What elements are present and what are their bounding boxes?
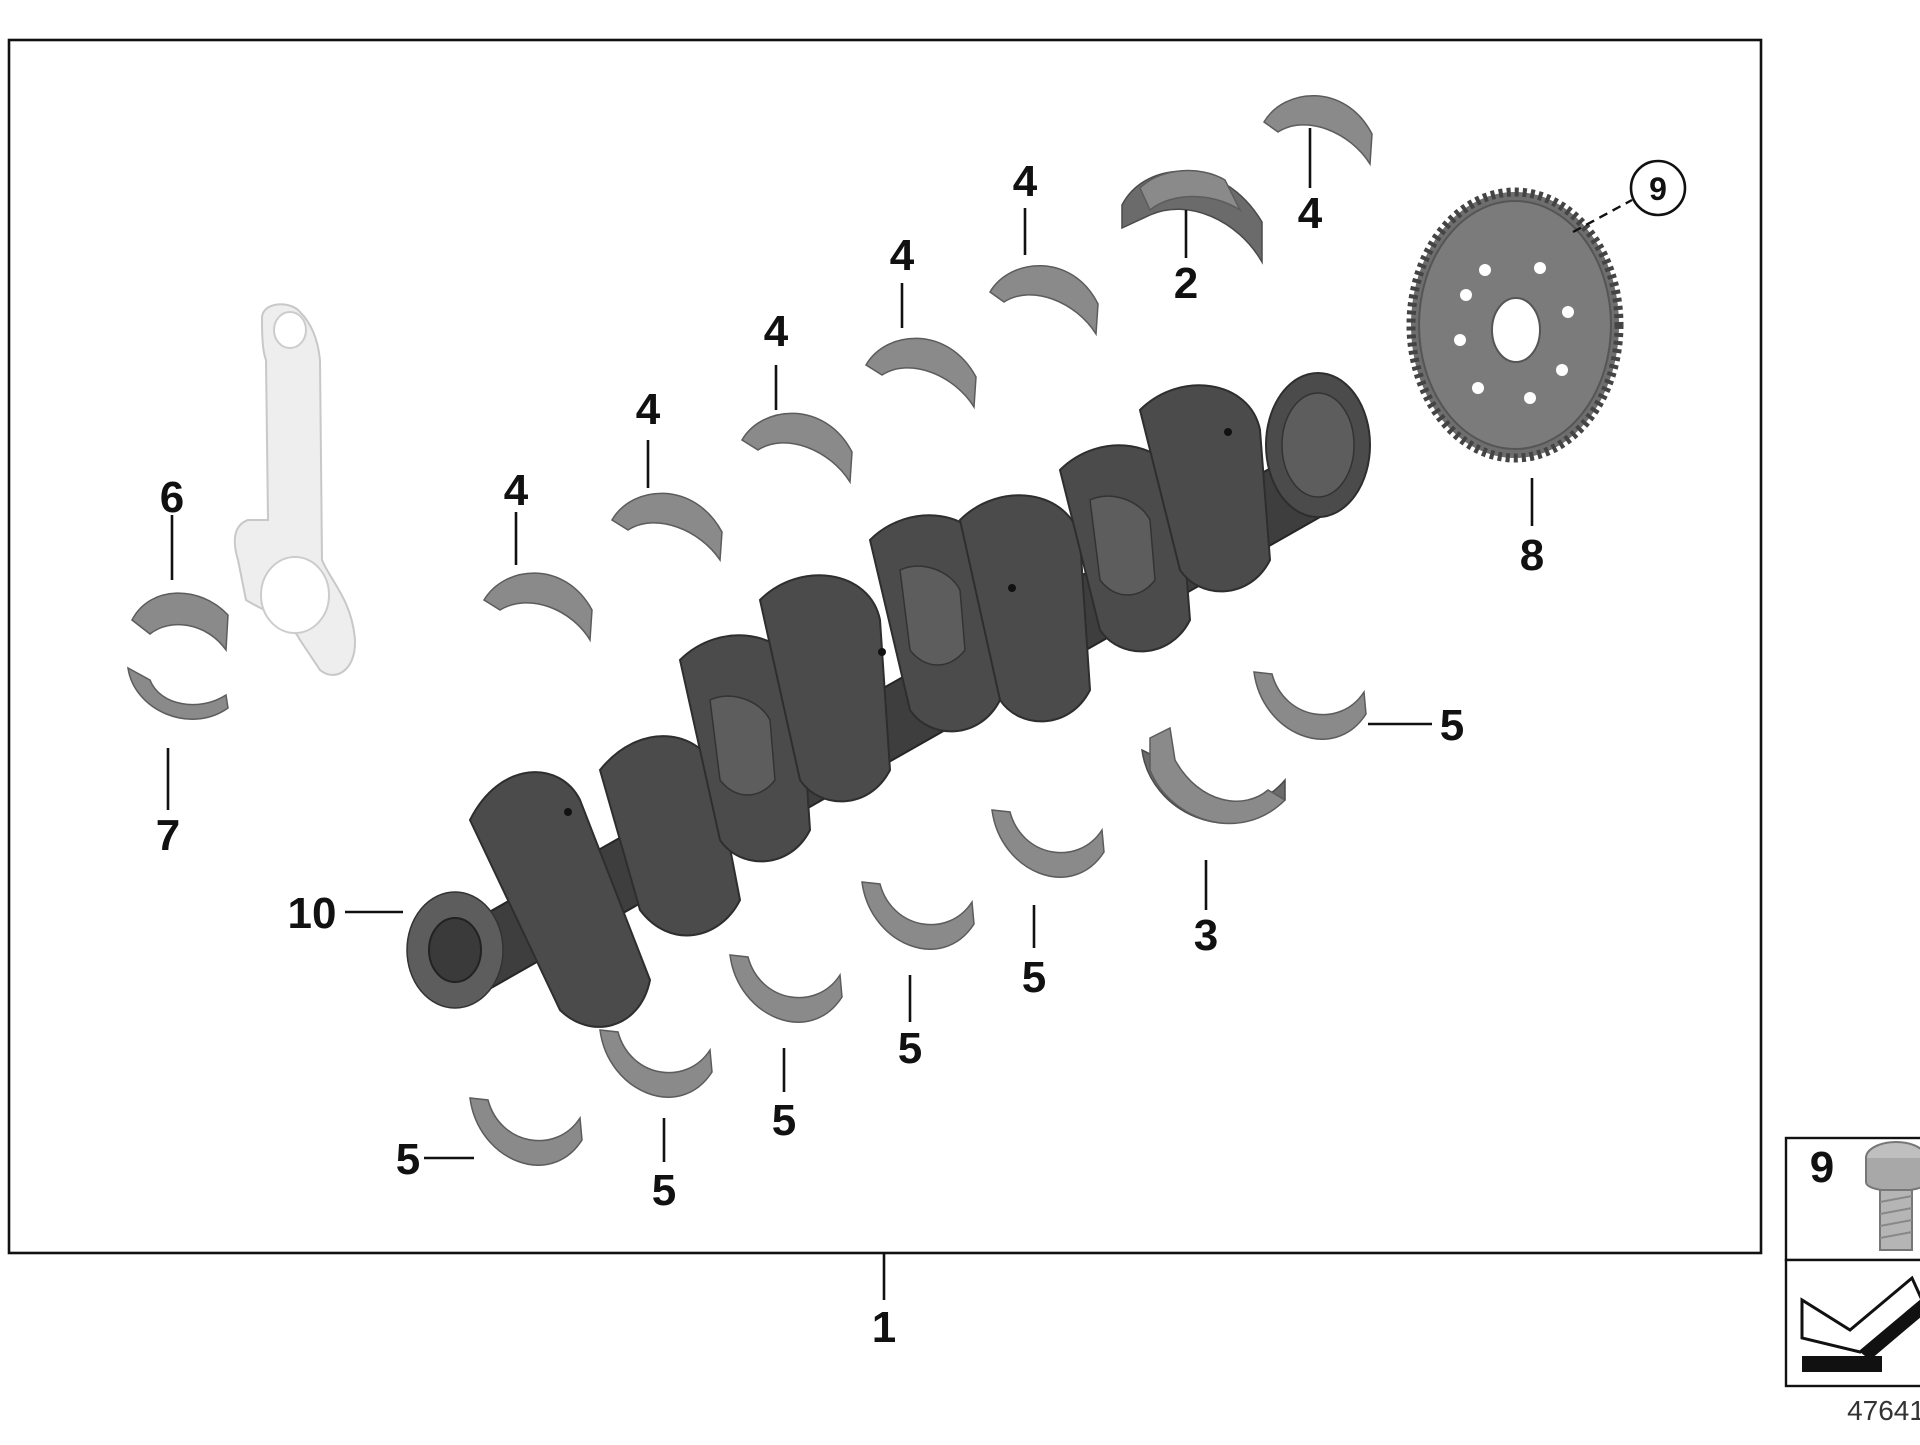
thrust-bearing-shell-2 bbox=[1121, 169, 1263, 265]
direction-arrow-icon bbox=[1800, 1275, 1920, 1372]
callout-5b: 5 bbox=[1022, 953, 1046, 1002]
callout-4b: 4 bbox=[636, 385, 661, 434]
connecting-rod bbox=[233, 303, 357, 676]
callout-numbers: 6 7 4 4 4 4 4 4 2 5 3 5 5 5 5 5 10 8 1 bbox=[156, 157, 1544, 1352]
callout-5c: 5 bbox=[898, 1024, 922, 1073]
leader-lines bbox=[166, 128, 1633, 1300]
legend-box: 9 bbox=[1784, 1136, 1920, 1388]
callout-4f: 4 bbox=[1298, 189, 1323, 238]
callout-8: 8 bbox=[1520, 531, 1544, 580]
upper-main-bearing-shells bbox=[482, 95, 1373, 643]
callout-4e: 4 bbox=[1013, 157, 1038, 206]
callout-4a: 4 bbox=[504, 466, 529, 515]
callout-5f: 5 bbox=[396, 1135, 420, 1184]
callout-3: 3 bbox=[1194, 911, 1218, 960]
reference-number: 47641 bbox=[1847, 1395, 1920, 1426]
callout-6: 6 bbox=[160, 473, 184, 522]
bolt-icon bbox=[1865, 1141, 1920, 1251]
main-frame bbox=[7, 38, 1763, 1255]
callout-2: 2 bbox=[1174, 259, 1198, 308]
callout-9: 9 bbox=[1649, 171, 1667, 207]
callout-4d: 4 bbox=[890, 231, 915, 280]
callout-4c: 4 bbox=[764, 307, 789, 356]
rod-bearing-shell-7 bbox=[127, 666, 229, 720]
thrust-bearing-shell-3 bbox=[1141, 726, 1287, 825]
rod-bearing-shell-6 bbox=[131, 592, 229, 653]
callout-1: 1 bbox=[872, 1303, 896, 1352]
sensor-wheel bbox=[1406, 187, 1624, 463]
callout-7: 7 bbox=[156, 811, 180, 860]
callout-5e: 5 bbox=[652, 1166, 676, 1215]
callout-10: 10 bbox=[288, 889, 337, 938]
callout-9-circled: 9 bbox=[1629, 159, 1687, 217]
callout-5a: 5 bbox=[1440, 701, 1464, 750]
callout-5d: 5 bbox=[772, 1096, 796, 1145]
legend-bolt-number: 9 bbox=[1810, 1143, 1834, 1192]
lower-main-bearing-shells bbox=[469, 671, 1367, 1166]
crankshaft bbox=[406, 372, 1371, 1028]
